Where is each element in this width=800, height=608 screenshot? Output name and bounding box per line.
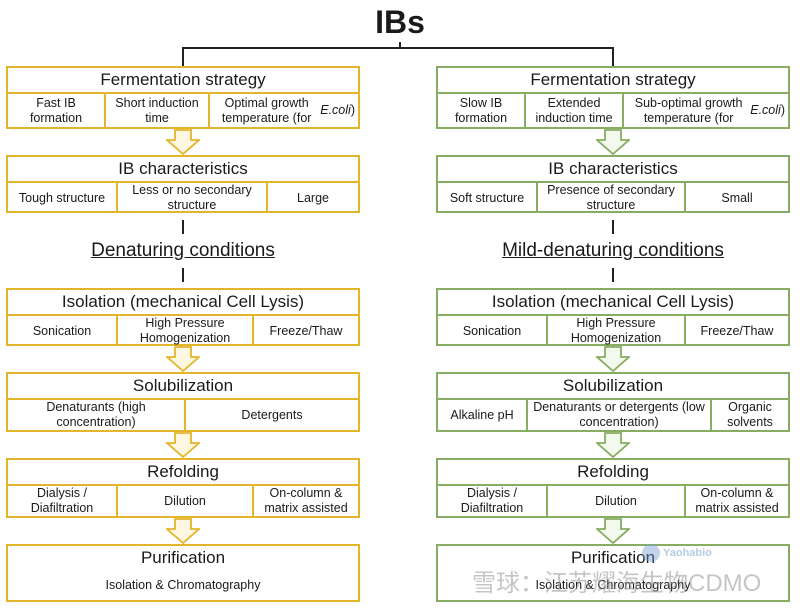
connector-line — [612, 268, 614, 282]
fermentation-strategy-box: Fermentation strategy Fast IB formation … — [6, 66, 360, 129]
fermentation-strategy-box: Fermentation strategy Slow IB formation … — [436, 66, 790, 129]
fermentation-cell: Sub-optimal growth temperature (for E.co… — [622, 94, 788, 127]
ib-characteristics-box: IB characteristics Soft structure Presen… — [436, 155, 790, 213]
purification-header: Purification — [140, 548, 226, 567]
flow-arrow — [596, 432, 630, 458]
flow-arrow — [596, 346, 630, 372]
refolding-cell: On-column & matrix assisted — [684, 486, 788, 516]
characteristics-cell: Tough structure — [18, 190, 106, 205]
denaturing-conditions-label: Denaturing conditions — [91, 240, 275, 261]
connector-line — [612, 220, 614, 234]
ib-characteristics-box: IB characteristics Tough structure Less … — [6, 155, 360, 213]
characteristics-cell: Soft structure — [449, 190, 525, 205]
diagram-title: IBs — [375, 4, 425, 40]
solubilization-cell: Denaturants (high concentration) — [46, 400, 146, 429]
isolation-cell: High Pressure Homogenization — [116, 316, 252, 346]
flow-arrow — [596, 518, 630, 544]
refolding-header: Refolding — [147, 462, 219, 481]
flow-arrow — [166, 432, 200, 458]
fermentation-strategy-header: Fermentation strategy — [530, 70, 696, 89]
fermentation-cell: Optimal growth temperature (for E.coli) — [208, 94, 358, 127]
refolding-box: Refolding Dialysis / Diafiltration Dilut… — [436, 458, 790, 518]
solubilization-header: Solubilization — [562, 376, 664, 395]
fermentation-cell: Fast IB formation — [29, 95, 83, 125]
refolding-cell: Dialysis / Diafiltration — [460, 486, 524, 515]
isolation-header: Isolation (mechanical Cell Lysis) — [491, 292, 735, 311]
characteristics-cell: Small — [684, 183, 788, 213]
right-column: Fermentation strategy Slow IB formation … — [436, 0, 794, 608]
isolation-box: Isolation (mechanical Cell Lysis) Sonica… — [6, 288, 360, 346]
isolation-box: Isolation (mechanical Cell Lysis) Sonica… — [436, 288, 790, 346]
ib-characteristics-header: IB characteristics — [548, 159, 678, 178]
purification-header: Purification — [570, 548, 656, 567]
characteristics-cell: Less or no secondary structure — [116, 183, 266, 213]
mild-denaturing-conditions-label: Mild-denaturing conditions — [502, 240, 724, 261]
purification-body: Isolation & Chromatography — [535, 578, 691, 592]
connector-line — [182, 220, 184, 234]
fermentation-cell: Slow IB formation — [454, 95, 508, 125]
fermentation-cell: Short induction time — [104, 94, 208, 127]
flow-arrow — [166, 518, 200, 544]
refolding-header: Refolding — [577, 462, 649, 481]
solubilization-box: Solubilization Denaturants (high concent… — [6, 372, 360, 432]
left-column: Fermentation strategy Fast IB formation … — [6, 0, 364, 608]
purification-box: Purification Isolation & Chromatography — [436, 544, 790, 602]
refolding-cell: Dialysis / Diafiltration — [30, 486, 94, 515]
watermark-text: 雪球：江苏耀海生物CDMO — [472, 570, 762, 597]
isolation-cell: Sonication — [462, 323, 522, 338]
purification-body: Isolation & Chromatography — [105, 578, 261, 592]
fermentation-strategy-header: Fermentation strategy — [100, 70, 266, 89]
purification-box: Purification Isolation & Chromatography — [6, 544, 360, 602]
solubilization-box: Solubilization Alkaline pH Denaturants o… — [436, 372, 790, 432]
watermark-logo: Yaohabio — [642, 544, 742, 568]
solubilization-cell: Detergents — [184, 400, 358, 430]
isolation-cell: Freeze/Thaw — [252, 316, 358, 346]
flow-arrow — [596, 129, 630, 155]
flow-arrow — [166, 129, 200, 155]
flow-arrow — [166, 346, 200, 372]
connector-line — [182, 268, 184, 282]
solubilization-cell: Alkaline pH — [450, 407, 514, 422]
refolding-cell: Dilution — [546, 486, 684, 516]
isolation-cell: Freeze/Thaw — [684, 316, 788, 346]
isolation-cell: Sonication — [32, 323, 92, 338]
characteristics-cell: Presence of secondary structure — [536, 183, 684, 213]
logo-icon — [642, 544, 660, 562]
isolation-header: Isolation (mechanical Cell Lysis) — [61, 292, 305, 311]
top-connector — [182, 42, 614, 66]
refolding-box: Refolding Dialysis / Diafiltration Dilut… — [6, 458, 360, 518]
fermentation-cell: Extended induction time — [524, 94, 622, 127]
solubilization-header: Solubilization — [132, 376, 234, 395]
solubilization-cell: Denaturants or detergents (low concentra… — [526, 400, 710, 430]
solubilization-cell: Organic solvents — [710, 400, 788, 430]
isolation-cell: High Pressure Homogenization — [546, 316, 684, 346]
ib-characteristics-header: IB characteristics — [118, 159, 248, 178]
characteristics-cell: Large — [266, 183, 358, 213]
refolding-cell: Dilution — [116, 486, 252, 516]
watermark-logo-text: Yaohabio — [663, 546, 712, 559]
refolding-cell: On-column & matrix assisted — [252, 486, 358, 516]
